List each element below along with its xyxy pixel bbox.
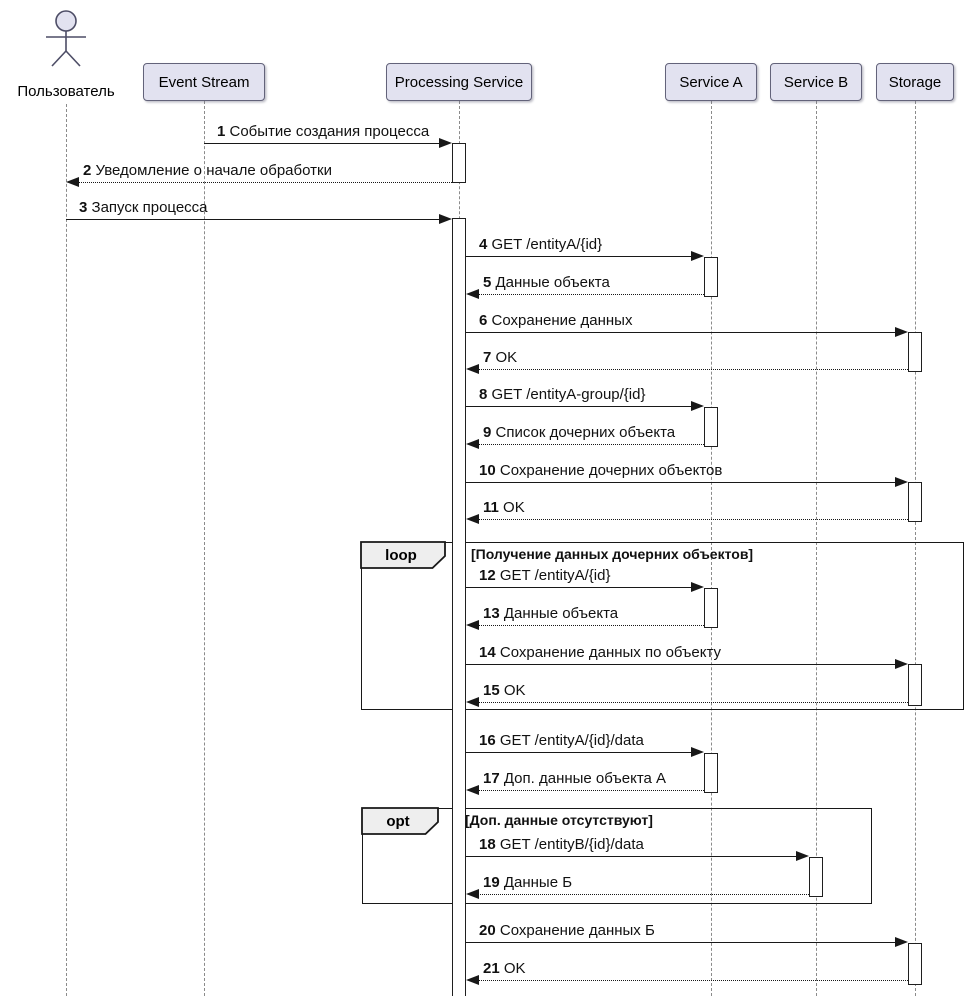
arrowhead-icon xyxy=(66,177,79,187)
message-label-21: 21 OK xyxy=(483,960,526,977)
message-label-14: 14 Сохранение данных по объекту xyxy=(479,644,722,661)
loop-condition: [Получение данных дочерних объектов] xyxy=(471,546,754,562)
arrowhead-icon xyxy=(691,582,704,592)
participant-service-b: Service B xyxy=(770,63,862,101)
arrowhead-icon xyxy=(466,620,479,630)
message-line-13 xyxy=(478,625,704,626)
lifeline-event xyxy=(204,101,205,996)
arrowhead-icon xyxy=(895,659,908,669)
message-label-3: 3 Запуск процесса xyxy=(79,199,208,216)
activation-bar xyxy=(908,482,922,522)
message-line-21 xyxy=(478,980,908,981)
message-label-17: 17 Доп. данные объекта А xyxy=(483,770,667,787)
message-line-11 xyxy=(478,519,908,520)
activation-bar xyxy=(908,664,922,706)
actor-label: Пользователь xyxy=(17,83,115,100)
activation-bar xyxy=(704,753,718,793)
message-label-18: 18 GET /entityB/{id}/data xyxy=(479,836,644,853)
lifeline-svcB xyxy=(816,101,817,996)
lifeline-svcA xyxy=(711,101,712,996)
message-line-16 xyxy=(466,752,692,753)
arrowhead-icon xyxy=(466,514,479,524)
activation-bar xyxy=(908,332,922,372)
activation-bar xyxy=(809,857,823,897)
arrowhead-icon xyxy=(466,889,479,899)
participant-event-stream: Event Stream xyxy=(143,63,265,101)
arrowhead-icon xyxy=(466,289,479,299)
arrowhead-icon xyxy=(691,747,704,757)
message-line-4 xyxy=(466,256,692,257)
actor-icon xyxy=(46,10,86,67)
message-label-6: 6 Сохранение данных xyxy=(479,312,633,329)
message-line-10 xyxy=(466,482,896,483)
arrowhead-icon xyxy=(895,327,908,337)
activation-bar xyxy=(704,257,718,297)
message-label-5: 5 Данные объекта xyxy=(483,274,610,291)
message-label-4: 4 GET /entityA/{id} xyxy=(479,236,603,253)
arrowhead-icon xyxy=(466,975,479,985)
message-label-2: 2 Уведомление о начале обработки xyxy=(83,162,332,179)
message-label-19: 19 Данные Б xyxy=(483,874,573,891)
activation-bar xyxy=(452,218,466,996)
activation-bar xyxy=(704,588,718,628)
message-line-6 xyxy=(466,332,896,333)
participant-processing-service: Processing Service xyxy=(386,63,532,101)
message-label-10: 10 Сохранение дочерних объектов xyxy=(479,462,723,479)
message-line-18 xyxy=(466,856,797,857)
opt-tab xyxy=(361,807,440,836)
message-line-12 xyxy=(466,587,692,588)
message-line-19 xyxy=(478,894,809,895)
arrowhead-icon xyxy=(691,401,704,411)
message-line-14 xyxy=(466,664,896,665)
message-line-9 xyxy=(478,444,704,445)
message-line-15 xyxy=(478,702,908,703)
opt-frame: opt [Доп. данные отсутствуют] xyxy=(361,807,872,904)
message-label-1: 1 Событие создания процесса xyxy=(217,123,430,140)
arrowhead-icon xyxy=(466,364,479,374)
arrowhead-icon xyxy=(796,851,809,861)
message-label-11: 11 OK xyxy=(483,499,525,516)
message-label-13: 13 Данные объекта xyxy=(483,605,619,622)
message-line-7 xyxy=(478,369,908,370)
message-label-20: 20 Сохранение данных Б xyxy=(479,922,655,939)
arrowhead-icon xyxy=(466,439,479,449)
activation-bar xyxy=(704,407,718,447)
activation-bar xyxy=(452,143,466,183)
arrowhead-icon xyxy=(439,138,452,148)
message-label-8: 8 GET /entityA-group/{id} xyxy=(479,386,646,403)
message-label-9: 9 Список дочерних объекта xyxy=(483,424,676,441)
message-line-17 xyxy=(478,790,704,791)
arrowhead-icon xyxy=(895,937,908,947)
message-label-15: 15 OK xyxy=(483,682,526,699)
arrowhead-icon xyxy=(466,697,479,707)
loop-tab xyxy=(360,541,447,570)
message-line-3 xyxy=(66,219,440,220)
message-line-20 xyxy=(466,942,896,943)
message-line-2 xyxy=(78,182,452,183)
message-label-16: 16 GET /entityA/{id}/data xyxy=(479,732,644,749)
message-label-7: 7 OK xyxy=(483,349,518,366)
arrowhead-icon xyxy=(895,477,908,487)
loop-frame: loop [Получение данных дочерних объектов… xyxy=(360,541,964,710)
opt-keyword: opt xyxy=(386,813,410,830)
message-line-1 xyxy=(204,143,440,144)
arrowhead-icon xyxy=(439,214,452,224)
message-label-12: 12 GET /entityA/{id} xyxy=(479,567,611,584)
lifeline-user xyxy=(66,104,67,996)
message-line-8 xyxy=(466,406,692,407)
participant-storage: Storage xyxy=(876,63,954,101)
activation-bar xyxy=(908,943,922,985)
arrowhead-icon xyxy=(466,785,479,795)
participant-service-a: Service A xyxy=(665,63,757,101)
opt-condition: [Доп. данные отсутствуют] xyxy=(465,812,653,828)
message-line-5 xyxy=(478,294,704,295)
lifeline-storage xyxy=(915,101,916,996)
loop-keyword: loop xyxy=(385,547,417,564)
arrowhead-icon xyxy=(691,251,704,261)
